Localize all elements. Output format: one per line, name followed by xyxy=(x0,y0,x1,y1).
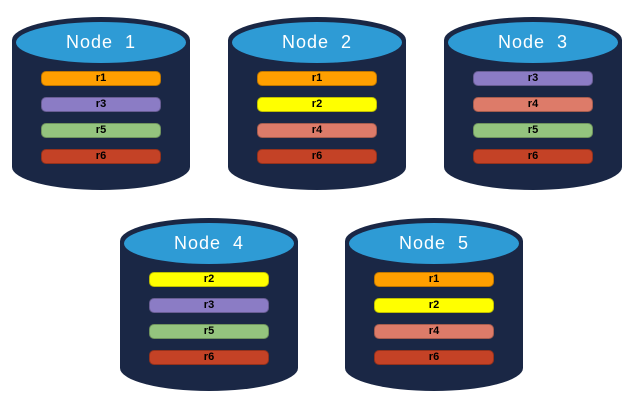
replica-bar-r5: r5 xyxy=(473,123,593,138)
replica-bar-r3: r3 xyxy=(41,97,161,112)
replica-bar-r6: r6 xyxy=(473,149,593,164)
replica-bar-r2: r2 xyxy=(374,298,494,313)
replica-bar-r1: r1 xyxy=(257,71,377,86)
replica-bar-r2: r2 xyxy=(257,97,377,112)
replica-list: r1 r2 r4 r6 xyxy=(374,272,494,365)
node-cylinder-1: Node 1 r1 r3 r5 r6 xyxy=(12,17,190,190)
replica-bar-r4: r4 xyxy=(257,123,377,138)
replica-bar-r1: r1 xyxy=(41,71,161,86)
node-title: Node 4 xyxy=(173,233,245,253)
replica-bar-r3: r3 xyxy=(149,298,269,313)
replica-bar-r5: r5 xyxy=(41,123,161,138)
replica-bar-r4: r4 xyxy=(374,324,494,339)
replica-bar-r6: r6 xyxy=(257,149,377,164)
replica-list: r1 r2 r4 r6 xyxy=(257,71,377,164)
node-title: Node 2 xyxy=(281,32,353,52)
node-cylinder-2: Node 2 r1 r2 r4 r6 xyxy=(228,17,406,190)
cylinder-top-ellipse xyxy=(232,22,402,63)
node-title: Node 1 xyxy=(65,32,137,52)
node-cylinder-4: Node 4 r2 r3 r5 r6 xyxy=(120,218,298,391)
replica-list: r1 r3 r5 r6 xyxy=(41,71,161,164)
node-title: Node 5 xyxy=(398,233,470,253)
replica-bar-r4: r4 xyxy=(473,97,593,112)
replica-bar-r1: r1 xyxy=(374,272,494,287)
replica-bar-r6: r6 xyxy=(41,149,161,164)
replica-bar-r6: r6 xyxy=(374,350,494,365)
cylinder-top-ellipse xyxy=(124,223,294,264)
cylinder-top-ellipse xyxy=(16,22,186,63)
replica-bar-r2: r2 xyxy=(149,272,269,287)
replica-bar-r5: r5 xyxy=(149,324,269,339)
replica-list: r3 r4 r5 r6 xyxy=(473,71,593,164)
node-cylinder-3: Node 3 r3 r4 r5 r6 xyxy=(444,17,622,190)
cylinder-top-ellipse xyxy=(349,223,519,264)
replica-bar-r6: r6 xyxy=(149,350,269,365)
node-cylinder-5: Node 5 r1 r2 r4 r6 xyxy=(345,218,523,391)
replica-bar-r3: r3 xyxy=(473,71,593,86)
replica-list: r2 r3 r5 r6 xyxy=(149,272,269,365)
node-title: Node 3 xyxy=(497,32,569,52)
cylinder-top-ellipse xyxy=(448,22,618,63)
